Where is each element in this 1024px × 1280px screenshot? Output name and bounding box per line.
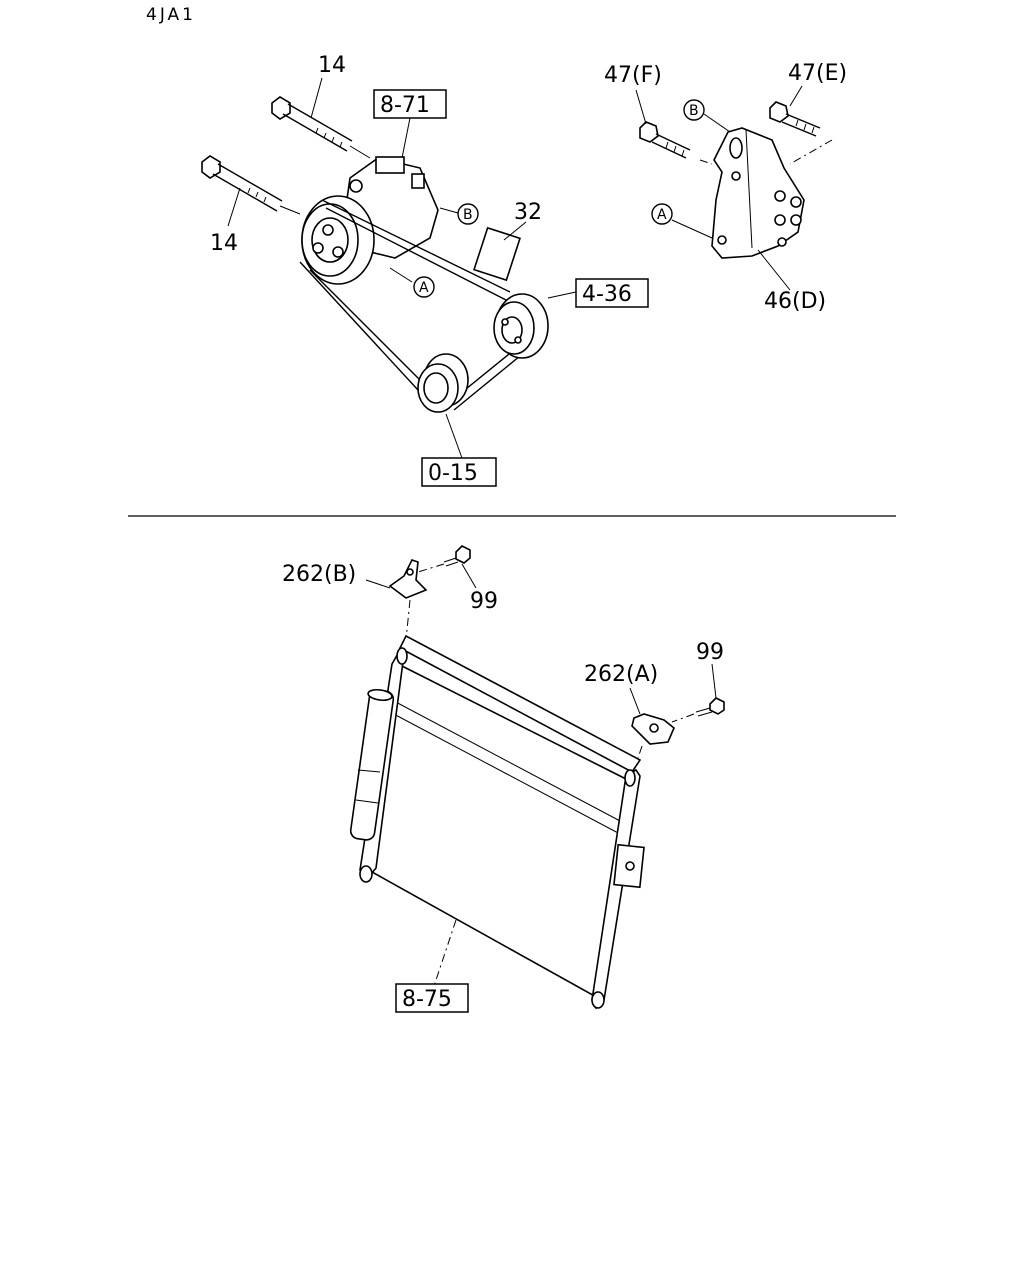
callout-bolt-47e: 47(E) xyxy=(788,61,847,86)
ref-box-idler-pulley[interactable]: 4-36 xyxy=(547,278,649,308)
bracket-262b[interactable] xyxy=(388,559,428,599)
upper-assembly: 14 14 8-71 xyxy=(201,53,847,487)
marker-b-bracket: B xyxy=(683,99,731,133)
bracket-262a[interactable] xyxy=(631,713,675,745)
ref-compressor: 8-71 xyxy=(380,93,430,118)
marker-b-compressor: B xyxy=(457,203,479,225)
bolt-47e[interactable] xyxy=(769,101,821,137)
idler-pulley[interactable] xyxy=(493,293,549,359)
callout-bolt-99-right: 99 xyxy=(696,640,724,665)
marker-a-compressor: A xyxy=(389,267,435,298)
model-code: 4JA1 xyxy=(146,5,196,25)
ref-box-compressor[interactable]: 8-71 xyxy=(373,89,447,119)
svg-text:B: B xyxy=(689,103,699,119)
ref-box-crank-pulley[interactable]: 0-15 xyxy=(421,457,497,487)
callout-bolt-14-upper: 14 xyxy=(318,53,346,78)
svg-text:A: A xyxy=(657,207,667,223)
callout-belt: 32 xyxy=(514,200,542,225)
compressor-pulley[interactable] xyxy=(301,195,375,285)
ref-box-condenser[interactable]: 8-75 xyxy=(395,983,469,1013)
bolt-99-right[interactable] xyxy=(671,697,725,723)
condenser[interactable] xyxy=(349,634,645,1010)
svg-text:B: B xyxy=(463,207,473,223)
bracket-46d[interactable] xyxy=(711,127,805,259)
callout-bolt-47f: 47(F) xyxy=(604,63,662,88)
callout-bolt-99-upper: 99 xyxy=(470,589,498,614)
bolt-14-lower[interactable] xyxy=(201,155,301,215)
callout-bracket-262a: 262(A) xyxy=(584,662,658,687)
svg-text:A: A xyxy=(419,280,429,296)
callout-bracket-46d: 46(D) xyxy=(764,289,826,314)
bolt-47f[interactable] xyxy=(639,121,691,159)
bolt-14-upper[interactable] xyxy=(271,96,371,159)
drive-belt[interactable] xyxy=(299,199,547,411)
ref-crank-pulley: 0-15 xyxy=(428,461,478,486)
crank-pulley[interactable] xyxy=(417,353,469,413)
lower-assembly: 262(B) 99 262(A) 99 xyxy=(282,545,725,1013)
ref-condenser: 8-75 xyxy=(402,987,452,1012)
callout-bolt-14-lower: 14 xyxy=(210,231,238,256)
bolt-99-upper[interactable] xyxy=(417,545,471,573)
callout-bracket-262b: 262(B) xyxy=(282,562,356,587)
ref-idler-pulley: 4-36 xyxy=(582,282,632,307)
marker-a-bracket: A xyxy=(651,203,713,239)
